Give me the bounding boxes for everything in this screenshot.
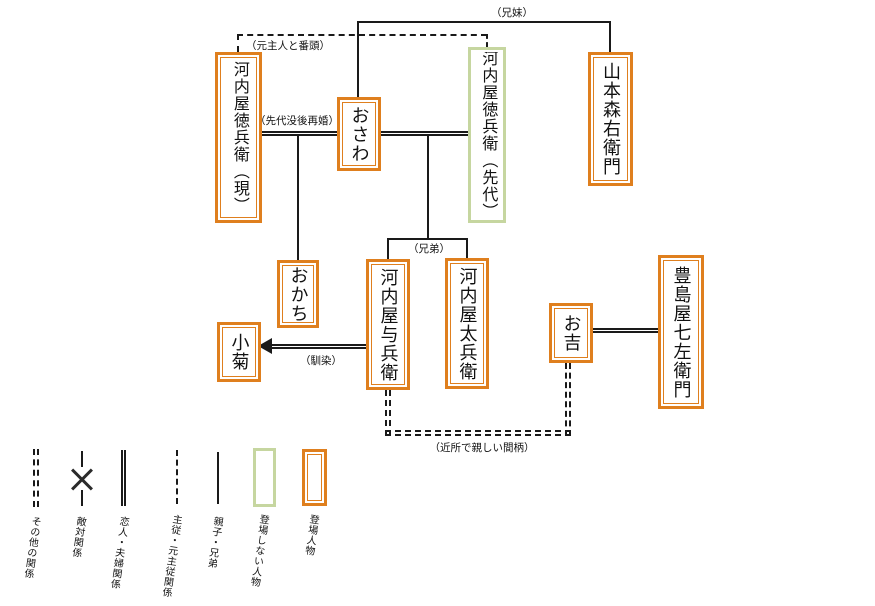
person-name: おさわ <box>349 105 370 163</box>
person-box-kawachiya-yohei: 河内屋与兵衛 <box>366 259 410 390</box>
line-marriage-osawa-sendai <box>381 131 468 136</box>
line-marriage-tokubei-gen-osawa <box>262 131 337 136</box>
person-box-kogiku: 小菊 <box>217 322 261 382</box>
person-box-okichi: お吉 <box>549 303 593 363</box>
person-name: 河内屋徳兵衛（現） <box>230 61 248 214</box>
person-name: 豊島屋七左衛門 <box>671 265 692 399</box>
line-master-dashed-vertical-right <box>486 34 488 47</box>
person-box-kawachiya-tokubei-sendai: 河内屋徳兵衛（先代） <box>468 47 506 223</box>
line-neighbors-vertical-okichi <box>565 363 571 436</box>
person-name: 河内屋太兵衛 <box>457 266 478 381</box>
legend-hostile-line-bottom <box>81 490 83 506</box>
legend-hostile-line-top <box>81 451 83 467</box>
person-box-okachi: おかち <box>277 260 319 328</box>
person-name: 河内屋与兵衛 <box>378 267 399 382</box>
legend-label-appearing: 登場人物 <box>302 513 319 557</box>
line-neighbors-horizontal <box>385 430 571 436</box>
edge-label-former-master: （元主人と番頭） <box>246 40 330 52</box>
line-master-dashed-horizontal <box>237 34 487 36</box>
line-brothers-horizontal <box>387 238 468 240</box>
legend-symbol-family-icon <box>217 452 219 504</box>
legend-label-family: 親子・兄弟 <box>204 515 223 569</box>
line-marriage-okichi-shichizaemon <box>593 328 658 333</box>
person-name: 小菊 <box>229 333 250 371</box>
person-box-kawachiya-tokubei-gen: 河内屋徳兵衛（現） <box>215 52 262 223</box>
legend-label-not-appearing: 登場しない人物 <box>247 513 269 588</box>
legend-label-other-relation: その他の関係 <box>21 515 41 580</box>
legend-label-hostile: 敵対関係 <box>69 515 86 559</box>
person-box-teshimaya-shichizaemon: 豊島屋七左衛門 <box>658 255 704 409</box>
line-master-dashed-vertical-left <box>237 34 239 52</box>
line-brothers-vertical-yohei <box>387 238 389 259</box>
person-name: おかち <box>288 265 309 323</box>
edge-label-najimi: （馴染） <box>300 355 342 367</box>
person-box-kawachiya-tahei: 河内屋太兵衛 <box>445 258 489 389</box>
line-najimi <box>271 344 366 349</box>
person-name: 河内屋徳兵衛（先代） <box>479 52 497 218</box>
legend-symbol-other-relation-icon <box>33 449 39 507</box>
person-name: お吉 <box>561 314 582 352</box>
legend-symbol-appearing-box <box>302 449 327 506</box>
line-siblings-vertical-yamamoto <box>609 21 611 52</box>
line-brothers-vertical-tahei <box>466 238 468 258</box>
legend-symbol-couple-icon <box>121 450 126 506</box>
legend-symbol-not-appearing-box <box>253 448 276 507</box>
line-siblings-horizontal <box>357 21 611 23</box>
line-child-okachi <box>297 136 299 260</box>
edge-label-brothers: （兄弟） <box>408 243 450 255</box>
person-box-osawa: おさわ <box>337 97 381 171</box>
legend-label-couple: 恋人・夫婦関係 <box>107 515 129 590</box>
edge-label-remarriage: （先代没後再婚） <box>255 115 339 127</box>
legend-label-master-servant: 主従・元主従関係 <box>159 513 182 599</box>
legend-symbol-master-servant-icon <box>176 450 178 504</box>
edge-label-neighbors: （近所で親しい間柄） <box>429 442 535 454</box>
edge-label-siblings: （兄妹） <box>491 7 533 19</box>
line-neighbors-vertical-yohei <box>385 390 391 436</box>
person-box-yamamoto-moriemon: 山本森右衛門 <box>588 52 633 186</box>
person-name: 山本森右衛門 <box>600 62 621 176</box>
line-siblings-vertical-osawa <box>357 21 359 97</box>
line-child-branch-drop <box>427 136 429 239</box>
legend-hostile-x-icon <box>68 466 96 492</box>
najimi-arrowhead-icon <box>258 338 272 354</box>
